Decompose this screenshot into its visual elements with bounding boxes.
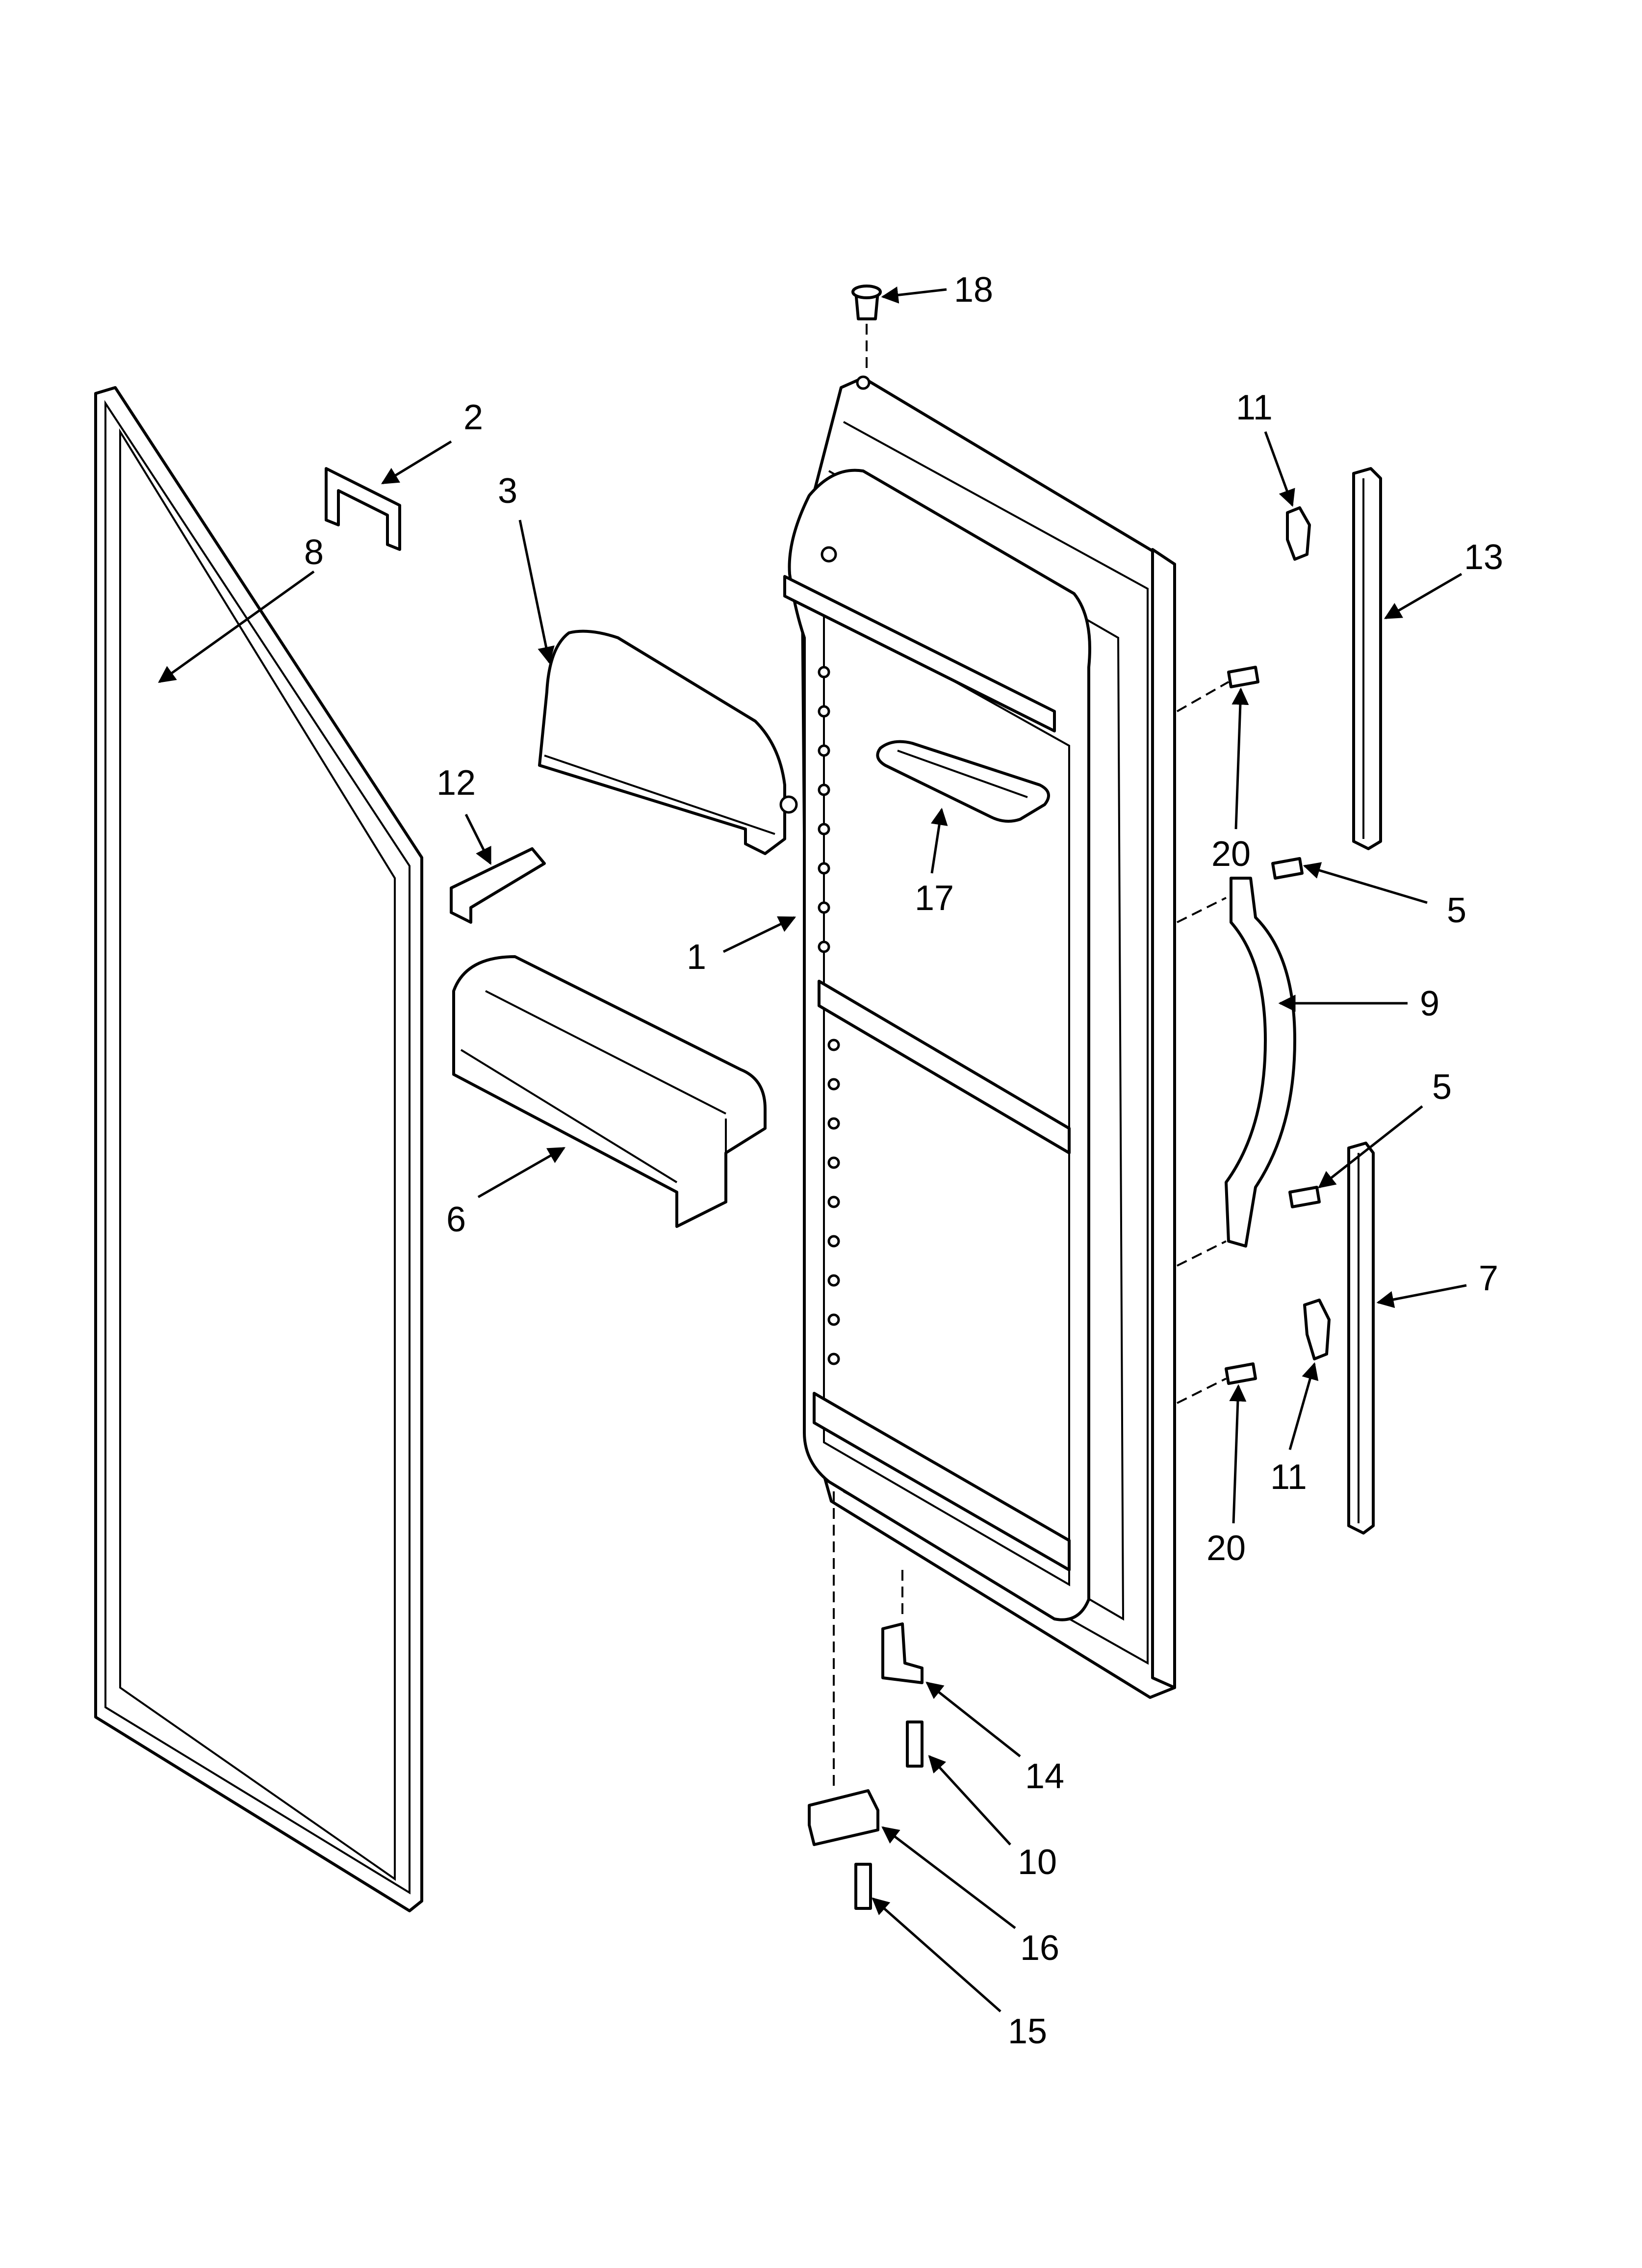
door-handle xyxy=(1177,877,1296,1267)
callout-6: 6 xyxy=(446,1200,466,1239)
door-bin-holes xyxy=(818,666,840,1365)
callout-5-lower: 5 xyxy=(1432,1068,1452,1107)
callout-1: 1 xyxy=(687,938,706,977)
callout-11-upper: 11 xyxy=(1236,388,1273,427)
callout-2: 2 xyxy=(463,398,483,437)
leader-lines xyxy=(158,287,1467,2012)
trim-clip-upper xyxy=(1286,506,1311,561)
handle-screw-upper xyxy=(1271,857,1304,880)
callout-10: 10 xyxy=(1018,1843,1057,1882)
hinge-bracket xyxy=(808,1491,879,1846)
butter-tray xyxy=(876,740,1050,823)
handle-screw-lower xyxy=(1288,1186,1321,1208)
callout-20-lower: 20 xyxy=(1206,1529,1246,1568)
callout-20-upper: 20 xyxy=(1211,834,1251,874)
callout-5-upper: 5 xyxy=(1447,891,1466,930)
callout-3: 3 xyxy=(498,471,517,511)
trim-strip-upper xyxy=(1352,467,1382,850)
callout-15: 15 xyxy=(1008,2012,1047,2051)
callout-16: 16 xyxy=(1020,1929,1059,1968)
door-liner xyxy=(783,375,1176,1699)
door-gasket xyxy=(94,386,423,1912)
callout-8: 8 xyxy=(304,533,324,572)
trim-clip-lower xyxy=(1303,1299,1331,1360)
callout-9: 9 xyxy=(1420,984,1439,1023)
callout-18: 18 xyxy=(954,270,993,310)
callout-labels: 18 2 8 3 12 1 6 17 11 13 20 5 9 5 7 11 2… xyxy=(304,270,1503,2051)
lower-hinge xyxy=(881,1570,924,1684)
callout-14: 14 xyxy=(1025,1757,1064,1796)
screw-lower xyxy=(1177,1362,1257,1404)
door-plug xyxy=(851,285,882,373)
dairy-door xyxy=(538,629,798,855)
callout-13: 13 xyxy=(1464,538,1503,577)
callout-12: 12 xyxy=(436,763,476,803)
callout-11-lower: 11 xyxy=(1270,1458,1307,1497)
bracket-screw xyxy=(854,1863,872,1910)
callout-17: 17 xyxy=(915,879,954,918)
trim-strip-lower xyxy=(1347,1142,1375,1535)
screw-upper xyxy=(1177,666,1259,712)
hinge-screw xyxy=(906,1721,924,1768)
door-bin xyxy=(452,955,767,1228)
callout-7: 7 xyxy=(1479,1259,1498,1298)
door-clip xyxy=(450,847,546,924)
shelf-bracket xyxy=(325,467,401,551)
